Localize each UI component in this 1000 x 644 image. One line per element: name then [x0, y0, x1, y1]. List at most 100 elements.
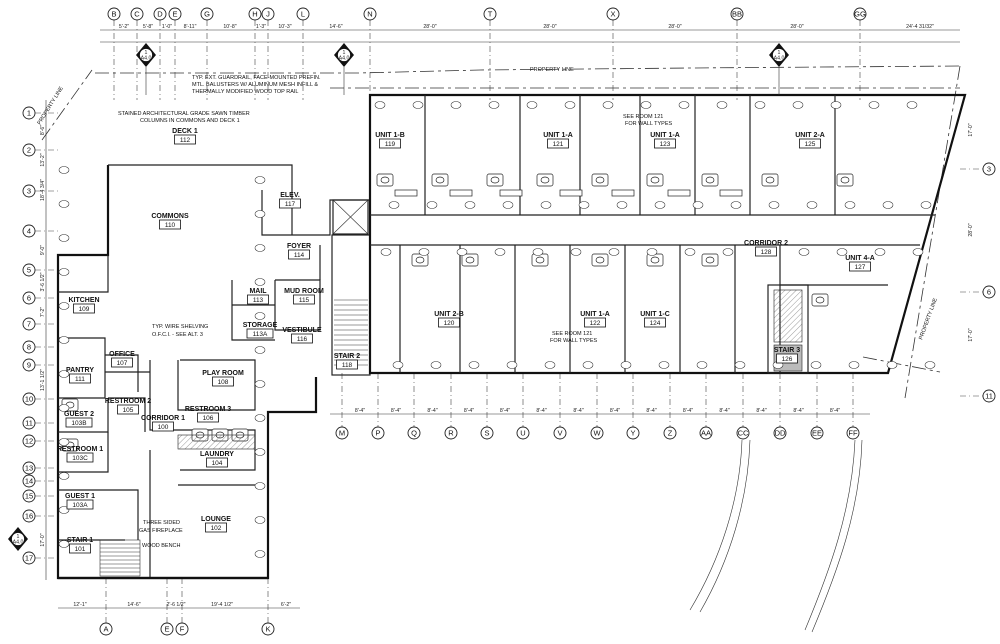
grid-bubble-row-2: 2	[22, 143, 36, 157]
dim-bottom-east: 8'-4"	[646, 408, 656, 414]
grid-bubble-cc-bottom-label: CC	[738, 429, 749, 438]
grid-bubble-row-16: 16	[22, 509, 36, 523]
room-number: 105	[123, 407, 134, 414]
room-number: 126	[782, 356, 793, 363]
note-fireplace-1: THREE SIDED	[143, 520, 180, 526]
grid-bubble-row-15-label: 15	[25, 492, 33, 501]
note-see-room-top-1: SEE ROOM 121	[623, 114, 663, 120]
section-marker: 1A4.0	[8, 527, 28, 551]
room-name: CORRIDOR 2	[744, 240, 788, 247]
grid-bubble-e-bottom-west: E	[160, 622, 174, 636]
room-name: MAIL	[249, 288, 267, 295]
grid-bubble-ee-bottom: EE	[810, 426, 824, 440]
grid-bubble-e: E	[168, 7, 182, 21]
grid-bubble-row-8: 8	[22, 340, 36, 354]
grid-bubble-row-13: 13	[22, 461, 36, 475]
room-number: 113	[253, 297, 264, 304]
grid-bubble-row-17-label: 17	[25, 554, 33, 563]
section-marker-sheet: A4.0	[774, 56, 785, 62]
dim-bottom-east: 8'-4"	[536, 408, 546, 414]
dim-top: 14'-6"	[329, 24, 342, 30]
section-marker-sheet: A4.0	[13, 540, 24, 546]
note-guardrail-2: MTL. BALUSTERS W/ ALUMINUM MESH INFILL &	[192, 82, 318, 88]
dim-bottom-east: 8'-4"	[427, 408, 437, 414]
grid-bubble-row-6: 6	[22, 291, 36, 305]
grid-bubble-cc-bottom: CC	[736, 426, 750, 440]
section-marker-num: 1	[778, 50, 781, 56]
section-marker-sheet: A4.0	[141, 56, 152, 62]
dim-top: 5'-2"	[119, 24, 129, 30]
room-number: 121	[553, 141, 564, 148]
room-number: 112	[180, 137, 191, 144]
grid-bubble-h-label: H	[252, 10, 257, 19]
grid-bubble-x-label: X	[610, 10, 615, 19]
grid-bubble-row-1: 1	[22, 106, 36, 120]
room-number: 100	[158, 424, 169, 431]
room-name: UNIT 1-A	[543, 132, 573, 139]
grid-bubble-row-11: 11	[22, 416, 36, 430]
grid-bubble-row-6-label: 6	[27, 294, 31, 303]
grid-bubble-v-bottom: V	[553, 426, 567, 440]
room-number: 107	[117, 360, 128, 367]
dim-left: 17'-0"	[40, 533, 46, 546]
grid-bubble-aa-bottom-label: AA	[701, 429, 711, 438]
room-name: RESTROOM 2	[105, 398, 151, 405]
room-name: STAIR 1	[67, 537, 93, 544]
dim-left: 13'-2"	[40, 153, 46, 166]
grid-bubble-e-label: E	[172, 10, 177, 19]
dimension-strings: 5'-2"5'-8"1'-0"8'-11"10'-8"1'-3"10'-3"14…	[40, 24, 974, 609]
room-name: DECK 1	[172, 128, 198, 135]
grid-bubble-row-right-6: 6	[982, 285, 996, 299]
grid-bubble-row-3-label: 3	[27, 187, 31, 196]
dim-bottom-east: 8'-4"	[464, 408, 474, 414]
room-number: 116	[297, 336, 308, 343]
grid-bubble-b: B	[107, 7, 121, 21]
grid-bubble-m-bottom-label: M	[339, 429, 345, 438]
grid-bubble-n-label: N	[367, 10, 372, 19]
grid-bubble-row-12: 12	[22, 434, 36, 448]
grid-bubble-row-9-label: 9	[27, 361, 31, 370]
grid-bubble-v-bottom-label: V	[557, 429, 562, 438]
room-name: PANTRY	[66, 367, 94, 374]
west-wing-walls	[56, 164, 370, 580]
room-number: 103C	[72, 455, 88, 462]
property-line-label-west: PROPERTY LINE	[37, 85, 65, 126]
note-guardrail-3: THERMALLY MODIFIED WOOD TOP RAIL	[192, 89, 298, 95]
dim-bottom-west: 12'-1"	[73, 602, 86, 608]
room-name: RESTROOM 3	[185, 406, 231, 413]
grid-bubble-j: J	[261, 7, 275, 21]
dim-bottom-east: 8'-4"	[719, 408, 729, 414]
room-name: COMMONS	[151, 213, 189, 220]
room-name: UNIT 2-A	[795, 132, 825, 139]
east-wing-walls	[368, 93, 967, 375]
grid-bubble-q-bottom: Q	[407, 426, 421, 440]
grid-bubble-row-right-3: 3	[982, 162, 996, 176]
grid-bubble-row-14-label: 14	[25, 477, 33, 486]
room-number: 110	[165, 222, 176, 229]
room-label: DECK 1 112	[172, 128, 198, 145]
grid-bubble-e-bottom-west-label: E	[164, 625, 169, 634]
dim-top: 5'-8"	[143, 24, 153, 30]
dim-bottom-east: 8'-4"	[830, 408, 840, 414]
grid-bubble-row-9: 9	[22, 358, 36, 372]
note-guardrail-1: TYP. EXT. GUARDRAIL, FACE-MOUNTED PREFIN…	[192, 75, 321, 81]
room-name: UNIT 2-B	[434, 311, 464, 318]
room-name: MUD ROOM	[284, 288, 324, 295]
grid-bubble-row-right-11: 11	[982, 389, 996, 403]
room-name: STAIR 3	[774, 347, 800, 354]
grid-bubble-ff-bottom: FF	[846, 426, 860, 440]
elevator-shaft	[332, 199, 369, 235]
room-number: 127	[855, 264, 866, 271]
